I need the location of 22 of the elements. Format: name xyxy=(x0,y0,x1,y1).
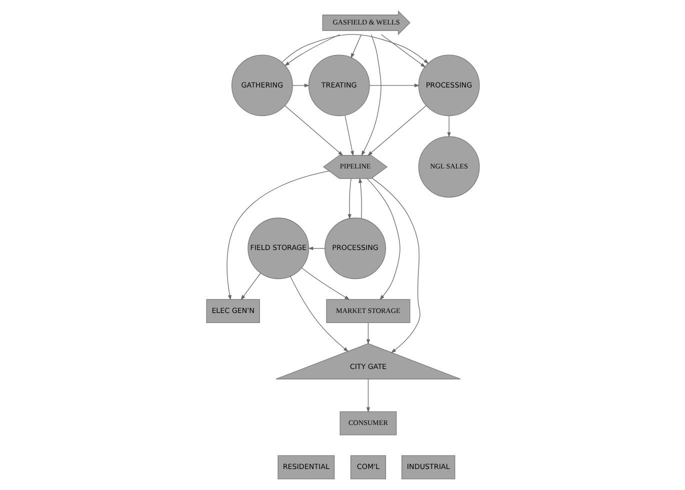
arrow xyxy=(350,34,362,58)
arrow xyxy=(292,84,310,88)
arrow xyxy=(344,114,354,156)
arrow xyxy=(358,178,362,219)
arrow xyxy=(380,34,426,68)
arrow xyxy=(366,178,400,300)
arrow xyxy=(371,178,420,354)
arrow xyxy=(366,322,370,344)
arrow xyxy=(301,268,350,300)
arrow xyxy=(284,34,340,66)
arrow xyxy=(308,246,325,250)
arrow xyxy=(284,105,343,156)
arrow xyxy=(226,170,329,300)
arrow xyxy=(366,105,426,156)
arrow xyxy=(290,276,348,352)
arrow xyxy=(281,34,428,64)
arrow xyxy=(366,378,370,412)
arrow xyxy=(347,178,351,220)
arrow xyxy=(446,116,450,138)
arrow xyxy=(240,272,260,300)
arrow xyxy=(360,34,381,156)
arrow xyxy=(368,84,420,88)
